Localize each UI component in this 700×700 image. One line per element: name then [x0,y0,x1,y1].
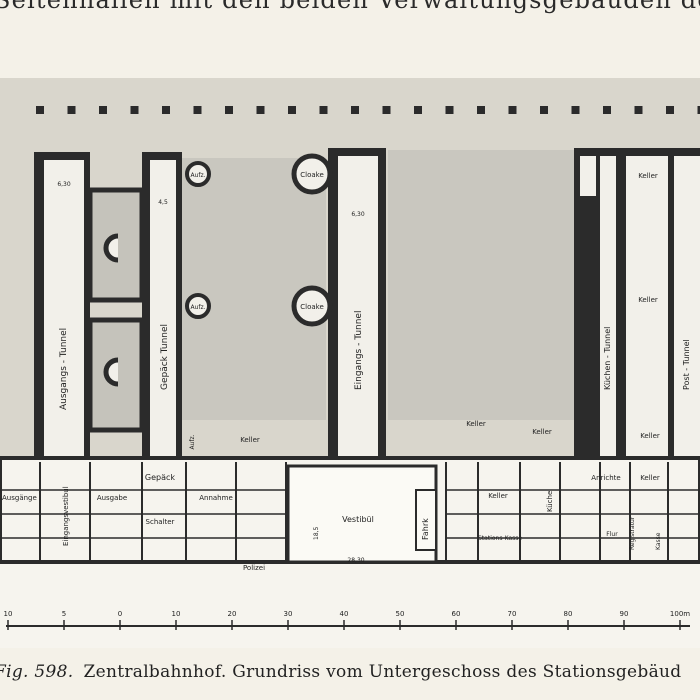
polizei-label: Polizei [243,564,265,572]
pillar [508,106,517,114]
cloake-circle-1 [291,153,333,195]
fahrk-label: Fahrk [421,518,430,540]
vestibuel-room [286,464,438,564]
dim-label-630-a: 6,30 [57,181,71,188]
keller-label-2: Keller [466,420,486,428]
keller-label-6: Keller [640,432,660,440]
cloake-circle-2 [291,285,333,327]
keller-label-7: Keller [488,492,508,500]
pillar [571,106,580,114]
header-text: Seitenhallen mit den beiden Verwaltungsg… [0,0,700,14]
right-room-2 [626,156,668,456]
scale-tick-label: 100m [670,610,690,618]
cloake-label-2: Cloake [300,303,324,311]
scale-tick-label: 80 [564,610,573,618]
pillar [445,106,454,114]
pillar [67,106,76,114]
aufz-label-3: Aufz. [189,434,196,449]
pillar [288,106,296,114]
aufzug-circle-1 [185,161,211,187]
scale-tick-label: 20 [228,610,237,618]
aufzug-circle-2 [185,293,211,319]
scale-tick-label: 10 [172,610,181,618]
pillar [540,106,548,114]
registratur-label: Registratur [629,516,636,550]
aufz-label-2: Aufz. [190,304,205,311]
eingangsvestibul-label: Eingangsvestibul [62,486,70,546]
gepaeck-tunnel [150,160,176,460]
dim-label-45: 4,5 [158,199,168,206]
fahrk-room [415,489,437,551]
figure-number: Fig. 598. [0,662,74,682]
ausgange-label: Ausgänge [2,494,37,502]
pillar [603,106,611,114]
room-block-1 [87,187,145,303]
pillar [666,106,674,114]
scale-tick-label: 30 [284,610,293,618]
pillar [319,106,328,114]
pillar [225,106,233,114]
pillar [36,106,44,114]
pillar [697,106,700,114]
gepaeck-tunnel-label: Gepäck Tunnel [160,324,170,390]
stations-kasse-label: Stations-Kasse [478,535,522,542]
pillar [162,106,170,114]
hall-right-yard [388,150,574,420]
ausgangs-tunnel [44,160,84,460]
figure-caption: Fig. 598. Zentralbahnhof. Grundriss vom U… [0,662,681,682]
dim-label-630-b: 6,30 [351,211,365,218]
scale-tick-label: 90 [620,610,629,618]
pillar [634,106,643,114]
keller-label-4: Keller [638,172,658,180]
flur-label: Flur [606,531,618,538]
scale-tick-label: 5 [62,610,66,618]
scale-tick-label: 50 [396,610,405,618]
kueche-label: Küche [546,491,554,512]
scale-tick-label: 10 [4,610,13,618]
eingangs-tunnel [338,156,378,460]
aufz-label-1: Aufz. [190,172,205,179]
keller-label-3: Keller [532,428,552,436]
lower-storey-grid [0,462,700,562]
pillar [99,106,107,114]
pillar [414,106,422,114]
right-room-1 [580,156,596,196]
niche-2 [103,357,119,387]
ausgangs-tunnel-label: Ausgangs - Tunnel [59,328,69,410]
scale-tick-label: 70 [508,610,517,618]
schalter-label: Schalter [146,518,175,526]
pillar [477,106,485,114]
pillar-row [36,106,700,114]
kuechen-tunnel-label: Küchen - Tunnel [603,327,612,390]
pillar [382,106,391,114]
annahme-label: Annahme [199,494,233,502]
eingangs-tunnel-label: Eingangs - Tunnel [354,311,364,390]
pillar [130,106,139,114]
dim-label-185: 18,5 [313,526,320,540]
figure-caption-text: Zentralbahnhof. Grundriss vom Untergesch… [83,662,682,682]
kasse-label: Kasse [655,532,662,550]
anrichte-label: Anrichte [591,474,620,482]
dim-label-2830: 28,30 [347,557,364,564]
gepaeck-label: Gepäck [145,473,176,482]
post-tunnel-label: Post - Tunnel [682,339,691,390]
pillar [256,106,265,114]
niche-1 [103,233,119,263]
post-tunnel [674,156,700,460]
pillar [193,106,202,114]
ausgabe-label: Ausgabe [97,494,127,502]
scale-tick-label: 60 [452,610,461,618]
kuechen-tunnel [600,156,616,460]
cloake-label-1: Cloake [300,171,324,179]
keller-label-8: Keller [640,474,660,482]
pillar [351,106,359,114]
vestibuel-label: Vestibül [342,515,374,524]
scale-tick-label: 40 [340,610,349,618]
keller-label-5: Keller [638,296,658,304]
floor-plan: Ausgangs - Tunnel Gepäck Tunnel Eingangs… [0,78,700,648]
scale-tick-label: 0 [118,610,122,618]
keller-label-1: Keller [240,436,260,444]
